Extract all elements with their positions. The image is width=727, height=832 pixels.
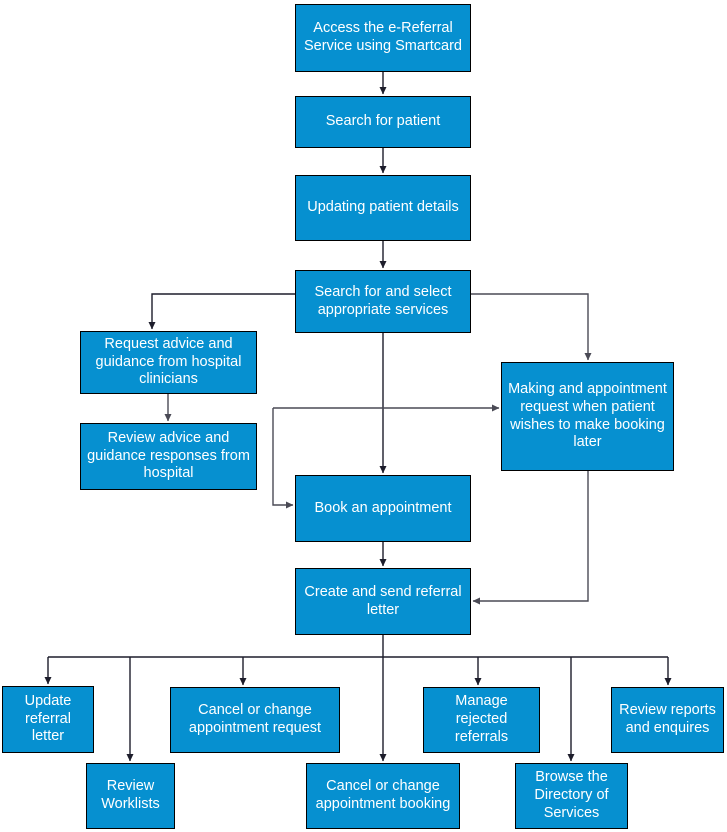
node-book-an-appointment[interactable]: Book an appointment [295, 475, 471, 542]
node-search-for-patient[interactable]: Search for patient [295, 96, 471, 148]
node-cancel-or-change-appointment-booking[interactable]: Cancel or change appointment booking [306, 763, 460, 829]
node-label: Making and appointment request when pati… [508, 381, 667, 451]
node-label: Cancel or change appointment booking [315, 778, 451, 812]
node-label: Search for patient [325, 113, 441, 130]
node-access-e-referral-service[interactable]: Access the e-Referral Service using Smar… [295, 4, 471, 72]
node-label: Cancel or change appointment request [188, 702, 322, 736]
node-label: Review advice and guidance responses fro… [87, 429, 250, 482]
node-label: Update referral letter [24, 692, 72, 745]
node-updating-patient-details[interactable]: Updating patient details [295, 175, 471, 241]
node-create-and-send-referral-letter[interactable]: Create and send referral letter [295, 568, 471, 635]
node-label: Updating patient details [307, 199, 459, 216]
node-label: Access the e-Referral Service using Smar… [304, 20, 462, 54]
node-making-appointment-request[interactable]: Making and appointment request when pati… [501, 362, 674, 471]
node-label: Create and send referral letter [304, 583, 462, 618]
node-label: Book an appointment [314, 499, 452, 516]
node-manage-rejected-referrals[interactable]: Manage rejected referrals [423, 687, 540, 753]
edge-services-to-making-request [471, 293, 592, 361]
edge-junction-to-book-appointment [272, 408, 294, 509]
node-label: Search for and select appropriate servic… [314, 283, 452, 318]
node-label: Request advice and guidance from hospita… [95, 335, 242, 388]
node-review-worklists[interactable]: Review Worklists [86, 763, 175, 829]
edge-making-request-to-create-letter [472, 471, 589, 605]
node-review-reports-and-enquires[interactable]: Review reports and enquires [611, 687, 724, 753]
node-cancel-or-change-appointment-request[interactable]: Cancel or change appointment request [170, 687, 340, 753]
node-label: Manage rejected referrals [454, 693, 509, 745]
node-update-referral-letter[interactable]: Update referral letter [2, 686, 94, 753]
node-request-advice-and-guidance[interactable]: Request advice and guidance from hospita… [80, 331, 257, 394]
edge-services-to-request-advice [148, 293, 295, 330]
node-browse-directory-of-services[interactable]: Browse the Directory of Services [515, 763, 628, 829]
node-review-advice-and-guidance-responses[interactable]: Review advice and guidance responses fro… [80, 423, 257, 490]
node-label: Browse the Directory of Services [534, 769, 609, 821]
node-label: Review reports and enquires [619, 702, 716, 736]
node-search-and-select-services[interactable]: Search for and select appropriate servic… [295, 270, 471, 333]
node-label: Review Worklists [101, 778, 160, 812]
